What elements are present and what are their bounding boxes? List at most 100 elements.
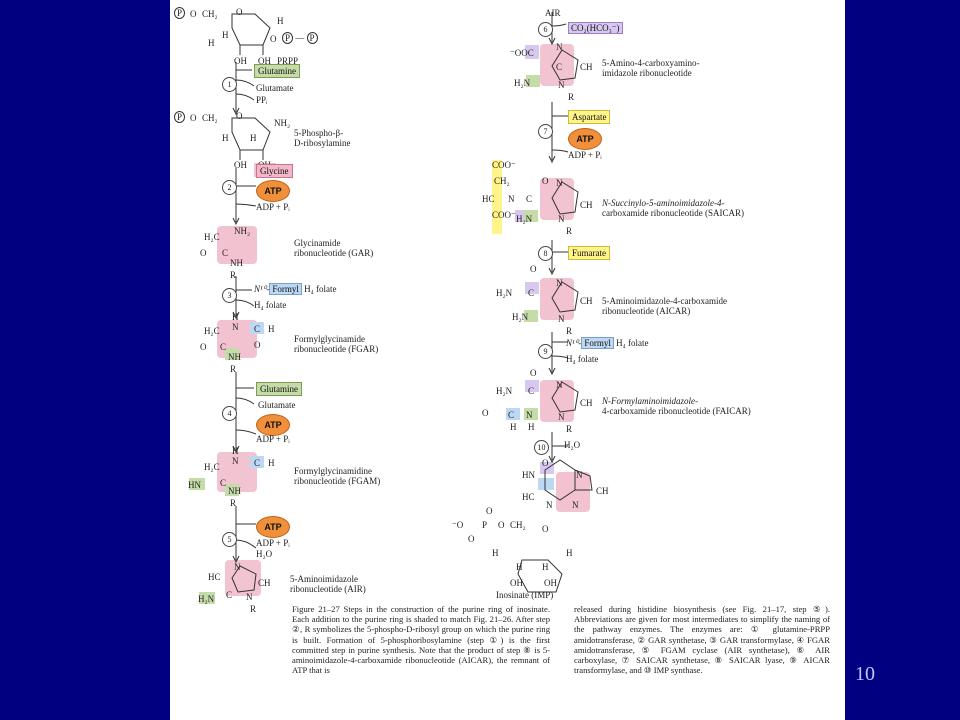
atom-h: H bbox=[268, 458, 275, 468]
atom-p: P bbox=[482, 520, 488, 530]
atom-h: H bbox=[492, 548, 499, 558]
step-4-marker: 4 bbox=[222, 406, 237, 421]
atom-r: R bbox=[566, 424, 573, 434]
atom-c: C bbox=[222, 248, 229, 258]
figure-caption: Figure 21–27 Steps in the construction o… bbox=[292, 604, 830, 696]
atom-h2c: H₂C bbox=[204, 462, 220, 472]
step-6-marker: 6 bbox=[538, 22, 553, 37]
atom-h2n: H₂N bbox=[198, 594, 215, 604]
atom-ch: CH bbox=[580, 398, 593, 408]
atom-r: R bbox=[230, 364, 237, 374]
psr-name-2: D-ribosylamine bbox=[294, 138, 351, 148]
formyl-h4folate-in: N¹⁰-Formyl H₄ folate bbox=[254, 283, 337, 295]
aicar-name-2: ribonucleotide (AICAR) bbox=[602, 306, 691, 316]
atom-ch: CH bbox=[580, 296, 593, 306]
formyl-h4folate-in-9: N¹⁰-Formyl H₄ folate bbox=[566, 337, 649, 349]
atom-n: N bbox=[556, 278, 563, 288]
atom-r: R bbox=[230, 270, 237, 280]
h4folate-out: H₄ folate bbox=[254, 300, 287, 310]
atom-hc: HC bbox=[208, 572, 221, 582]
atom-oh: OH bbox=[234, 56, 247, 66]
atom-h: H bbox=[277, 16, 284, 26]
h2o-step5: H₂O bbox=[256, 549, 273, 559]
atom-n: N bbox=[556, 42, 563, 52]
air-label: AIR bbox=[545, 8, 561, 18]
atom-nh: NH bbox=[228, 352, 241, 362]
co2-label: CO₂(HCO₃⁻) bbox=[568, 22, 623, 34]
atom-o: O bbox=[482, 408, 489, 418]
atp-oval-step2: ATP bbox=[256, 180, 290, 202]
step-5-marker: 5 bbox=[222, 532, 237, 547]
ppi: PPᵢ bbox=[256, 95, 268, 105]
atp-oval-step4: ATP bbox=[256, 414, 290, 436]
atom-c: C bbox=[220, 478, 227, 488]
atom-h: H bbox=[542, 562, 549, 572]
atom-c: C bbox=[528, 386, 535, 396]
atom-n: N bbox=[232, 322, 239, 332]
atom-coo: COO⁻ bbox=[492, 210, 516, 220]
atom-h2c: H₂C bbox=[204, 326, 220, 336]
atom-r: R bbox=[566, 326, 573, 336]
page-number: 10 bbox=[855, 663, 875, 685]
cair-name-2: imidazole ribonucleotide bbox=[602, 68, 692, 78]
atom-n: N bbox=[246, 592, 253, 602]
atom-ooc: ⁻OOC bbox=[510, 48, 534, 58]
fgam-name-2: ribonucleotide (FGAM) bbox=[294, 476, 381, 486]
adp-pi-step5: ADP + Pᵢ bbox=[256, 538, 290, 548]
psr-name-1: 5-Phospho-β- bbox=[294, 128, 344, 138]
atom-o: O bbox=[498, 520, 505, 530]
atom-o: O bbox=[254, 340, 261, 350]
atom-h: H bbox=[510, 422, 517, 432]
atom-nh: NH bbox=[228, 486, 241, 496]
caption-right: released during histidine biosynthesis (… bbox=[574, 604, 830, 676]
atom-o: O bbox=[190, 113, 197, 123]
fgar-name-1: Formylglycinamide bbox=[294, 334, 365, 344]
atom-c: C bbox=[528, 288, 535, 298]
prpp-label: PRPP bbox=[277, 56, 299, 66]
atom-o: O bbox=[190, 9, 197, 19]
atom-c: C bbox=[526, 194, 533, 204]
atom-ch2: CH₂ bbox=[202, 113, 218, 123]
aspartate-box: Aspartate bbox=[568, 110, 611, 124]
imp-name: Inosinate (IMP) bbox=[496, 590, 554, 600]
atom-c: C bbox=[508, 410, 515, 420]
fumarate-box: Fumarate bbox=[568, 246, 610, 260]
atom-r: R bbox=[566, 226, 573, 236]
step-1-marker: 1 bbox=[222, 77, 237, 92]
atom-r: R bbox=[568, 92, 575, 102]
figure-slide: P O CH₂ O H O P — P H H OH OH PRPP 1 Glu… bbox=[170, 0, 845, 720]
atom-n: N bbox=[558, 80, 565, 90]
h2o-step10: H₂O bbox=[564, 440, 581, 450]
step-8-marker: 8 bbox=[538, 246, 553, 261]
atom-n: N bbox=[572, 500, 579, 510]
atom-r: R bbox=[230, 498, 237, 508]
atom-h2n: H₂N bbox=[514, 78, 531, 88]
atom-h: H bbox=[232, 312, 239, 322]
atom-nh: NH bbox=[230, 258, 243, 268]
atom-hn: HN bbox=[522, 470, 535, 480]
atom-h: H bbox=[232, 446, 239, 456]
atom-o-ring: O bbox=[236, 111, 243, 121]
glutamate-2: Glutamate bbox=[258, 400, 296, 410]
atom-n: N bbox=[558, 214, 565, 224]
atom-p2: P — P bbox=[282, 32, 318, 44]
faicar-name-1: N-Formylaminoimidazole- bbox=[602, 396, 698, 406]
formyl-box: Formyl bbox=[269, 283, 302, 295]
atom-o: O bbox=[200, 342, 207, 352]
glutamine-box-1: Glutamine bbox=[254, 64, 300, 78]
atom-h: H bbox=[268, 324, 275, 334]
atom-ch: CH bbox=[580, 200, 593, 210]
step-2-marker: 2 bbox=[222, 180, 237, 195]
atom-h: H bbox=[566, 548, 573, 558]
atom-c: C bbox=[254, 458, 261, 468]
atom-c: C bbox=[220, 342, 227, 352]
atom-o: O bbox=[530, 368, 537, 378]
atom-n: N bbox=[558, 412, 565, 422]
adp-pi-step7: ADP + Pᵢ bbox=[568, 150, 602, 160]
atom-oh: OH bbox=[258, 56, 271, 66]
atom-n: N bbox=[546, 500, 553, 510]
gar-name-1: Glycinamide bbox=[294, 238, 341, 248]
fgar-name-2: ribonucleotide (FGAR) bbox=[294, 344, 379, 354]
cair-name-1: 5-Amino-4-carboxyamino- bbox=[602, 58, 700, 68]
step-10-marker: 10 bbox=[534, 440, 549, 455]
